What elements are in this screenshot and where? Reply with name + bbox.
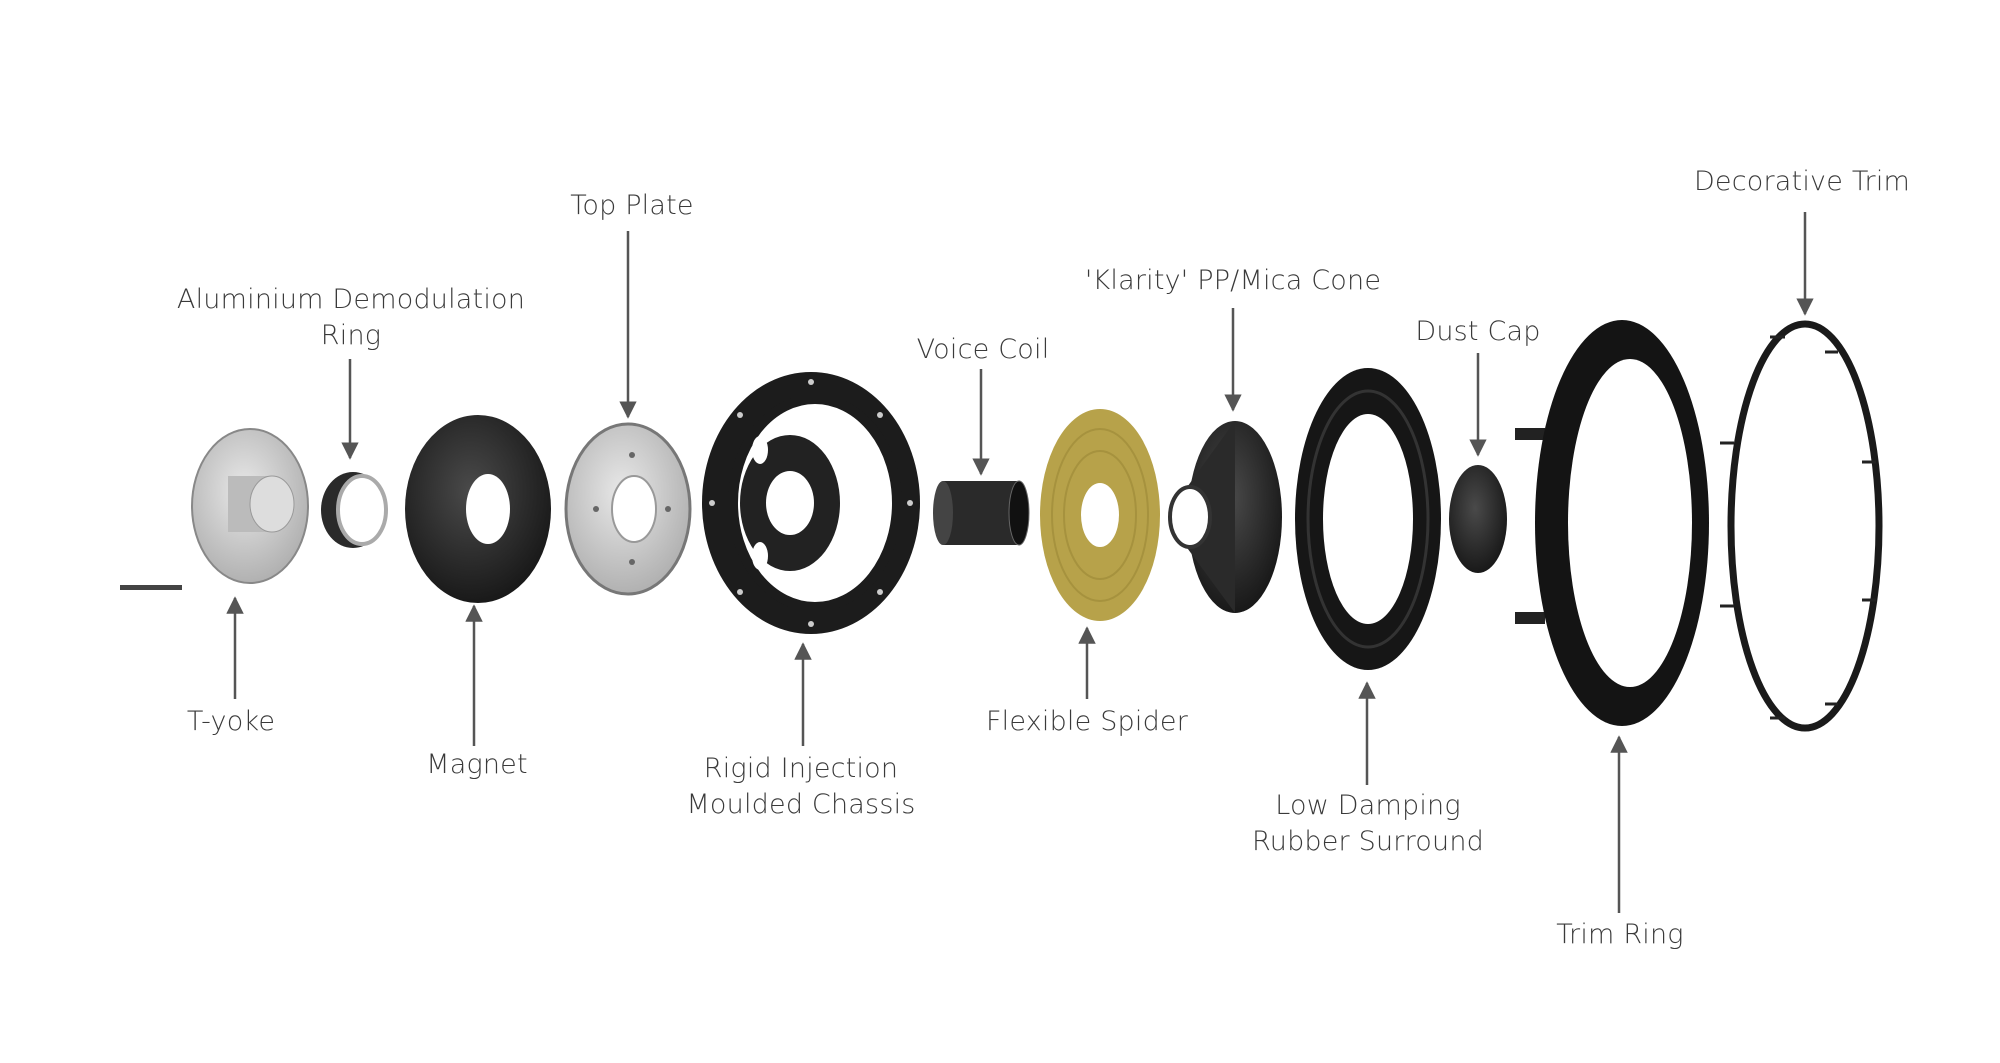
label-t-yoke: T-yoke xyxy=(186,706,276,737)
label-cone: 'Klarity' PP/Mica Cone xyxy=(1084,265,1382,296)
label-top-plate: Top Plate xyxy=(570,190,694,221)
label-dust-cap: Dust Cap xyxy=(1415,316,1541,347)
label-line: Aluminium Demodulation xyxy=(176,284,526,315)
label-aluminium-ring: Aluminium Demodulation Ring xyxy=(177,282,525,354)
aluminium-ring-part xyxy=(321,472,388,548)
label-line: Ring xyxy=(320,320,382,351)
pin-part xyxy=(120,585,182,590)
label-line: Low Damping xyxy=(1275,790,1461,821)
voice-coil-part xyxy=(933,480,1030,546)
label-surround: Low Damping Rubber Surround xyxy=(1252,788,1484,860)
t-yoke-part xyxy=(191,428,309,584)
label-voice-coil: Voice Coil xyxy=(916,334,1050,365)
spider-part xyxy=(1040,409,1160,621)
cone-part xyxy=(1168,421,1282,613)
label-line: Rubber Surround xyxy=(1252,826,1484,857)
chassis-part xyxy=(702,372,920,634)
trim-ring-part xyxy=(1515,320,1709,726)
label-spider: Flexible Spider xyxy=(985,706,1189,737)
magnet-part xyxy=(405,415,551,603)
surround-part xyxy=(1295,368,1441,670)
label-line: Rigid Injection xyxy=(703,753,899,784)
label-line: Moulded Chassis xyxy=(686,789,916,820)
decorative-trim-part xyxy=(1720,320,1883,732)
label-trim-ring: Trim Ring xyxy=(1556,919,1684,950)
label-chassis: Rigid Injection Moulded Chassis xyxy=(686,751,915,823)
label-decorative-trim: Decorative Trim xyxy=(1693,166,1911,197)
label-magnet: Magnet xyxy=(426,749,528,780)
top-plate-part xyxy=(564,422,692,596)
dust-cap-part xyxy=(1449,465,1507,573)
